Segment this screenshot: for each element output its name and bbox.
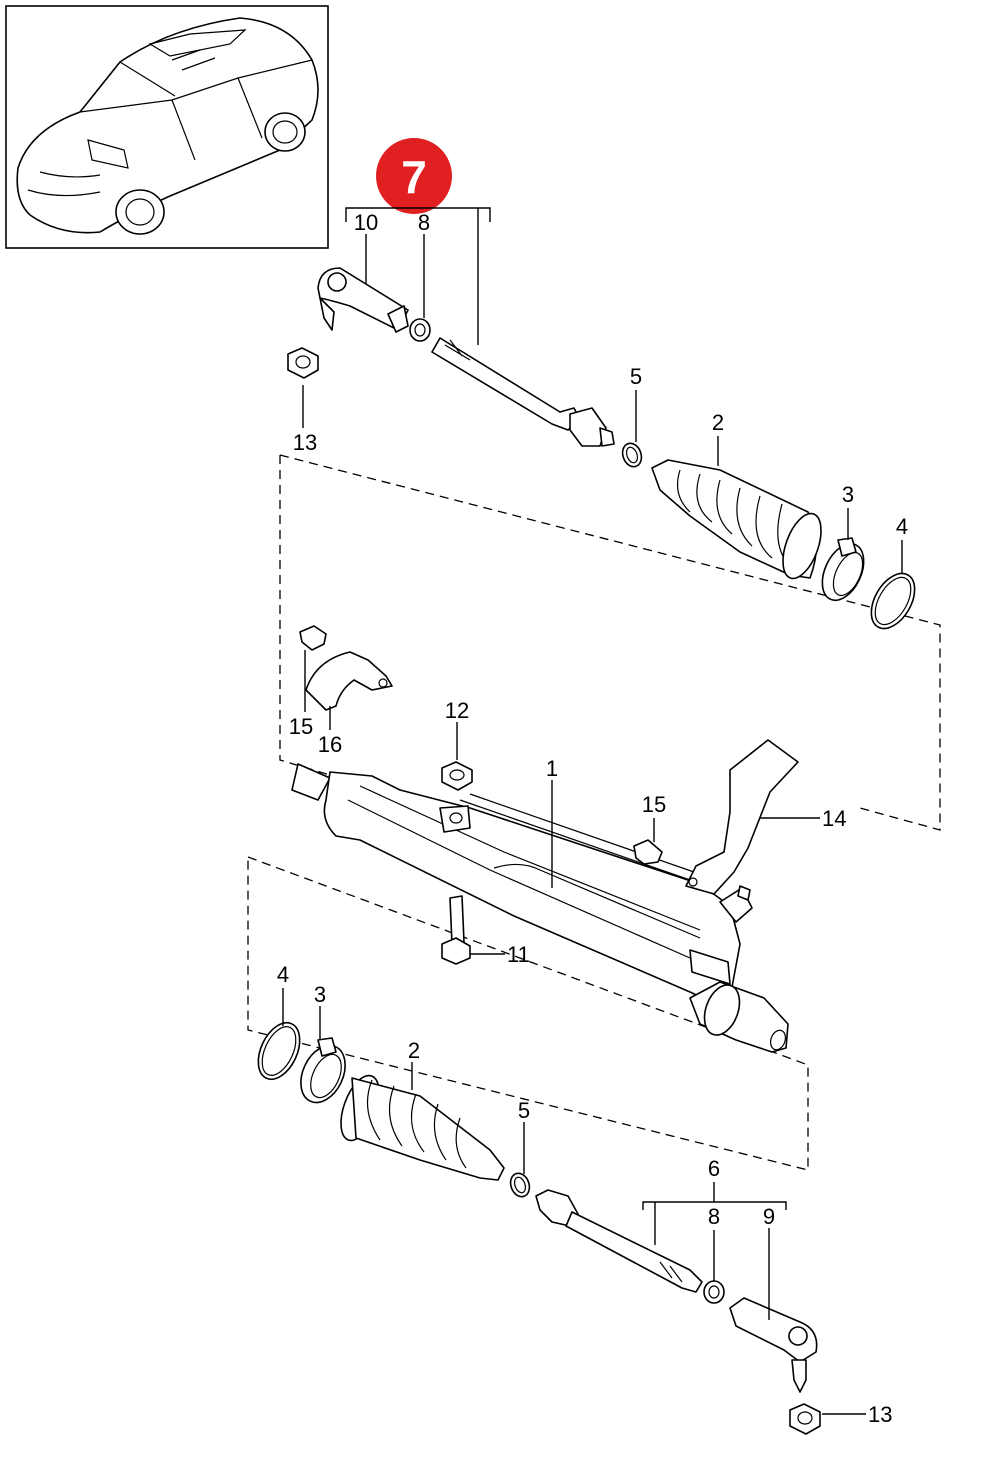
callout-16: 16 [318, 732, 342, 757]
steering-rack-housing[interactable] [291, 763, 789, 1053]
callout-6: 6 [708, 1156, 720, 1181]
callout-11: 11 [507, 942, 530, 967]
inner-tie-rod-top[interactable] [431, 337, 615, 447]
tie-rod-bracket-top [345, 207, 491, 345]
assembly-frames [247, 454, 941, 1171]
callout-13-bottom: 13 [868, 1402, 892, 1427]
callout-2-top: 2 [712, 410, 724, 435]
callout-4-top: 4 [896, 514, 908, 539]
callout-14: 14 [822, 806, 846, 831]
heat-shield[interactable] [685, 739, 799, 895]
callout-8-top: 8 [418, 210, 430, 235]
section-badge: 7 [376, 138, 452, 214]
callout-3-bottom: 3 [314, 982, 326, 1007]
callout-3-top: 3 [842, 482, 854, 507]
clamp-top[interactable] [619, 441, 644, 470]
mounting-bolt[interactable] [441, 895, 471, 965]
bolt-left[interactable] [299, 625, 327, 651]
bolt-right[interactable] [633, 839, 663, 865]
callout-15-right: 15 [642, 792, 666, 817]
callout-15-left: 15 [289, 714, 313, 739]
tie-rod-end-bottom[interactable] [729, 1297, 818, 1393]
tie-rod-bracket-bottom [642, 1182, 787, 1245]
boot-bottom[interactable] [333, 1071, 505, 1181]
callout-12: 12 [445, 698, 469, 723]
badge-number: 7 [401, 151, 427, 203]
rack-clamp-bracket[interactable] [305, 651, 393, 711]
callout-4-bottom: 4 [277, 962, 289, 987]
callout-10-top: 10 [354, 210, 378, 235]
nut-top[interactable] [409, 318, 431, 342]
self-locking-nut-top[interactable] [287, 347, 319, 379]
callout-9: 9 [763, 1204, 775, 1229]
callout-1: 1 [546, 756, 558, 781]
boot-top[interactable] [651, 459, 829, 583]
callout-labels: 10 8 13 5 2 3 4 15 16 12 1 15 14 11 4 3 … [277, 210, 908, 1427]
callout-13-top: 13 [293, 430, 317, 455]
flange-nut[interactable] [441, 761, 473, 791]
boot-clamp-top[interactable] [814, 537, 872, 607]
leader-lines [282, 234, 903, 1415]
clamp-bottom[interactable] [507, 1171, 532, 1200]
o-ring-top[interactable] [862, 566, 923, 636]
inner-tie-rod-bottom[interactable] [535, 1189, 703, 1293]
tie-rod-end-top[interactable] [317, 267, 409, 333]
badge-circle [376, 138, 452, 214]
boot-clamp-bottom[interactable] [292, 1037, 354, 1110]
callout-8-bottom: 8 [708, 1204, 720, 1229]
callout-5-top: 5 [630, 364, 642, 389]
vehicle-thumbnail[interactable] [5, 5, 329, 249]
nut-bottom[interactable] [703, 1280, 725, 1304]
suv-icon [16, 17, 319, 235]
o-ring-bottom[interactable] [250, 1016, 308, 1086]
callout-5-bottom: 5 [518, 1098, 530, 1123]
self-locking-nut-bottom[interactable] [789, 1403, 821, 1435]
callout-2-bottom: 2 [408, 1038, 420, 1063]
